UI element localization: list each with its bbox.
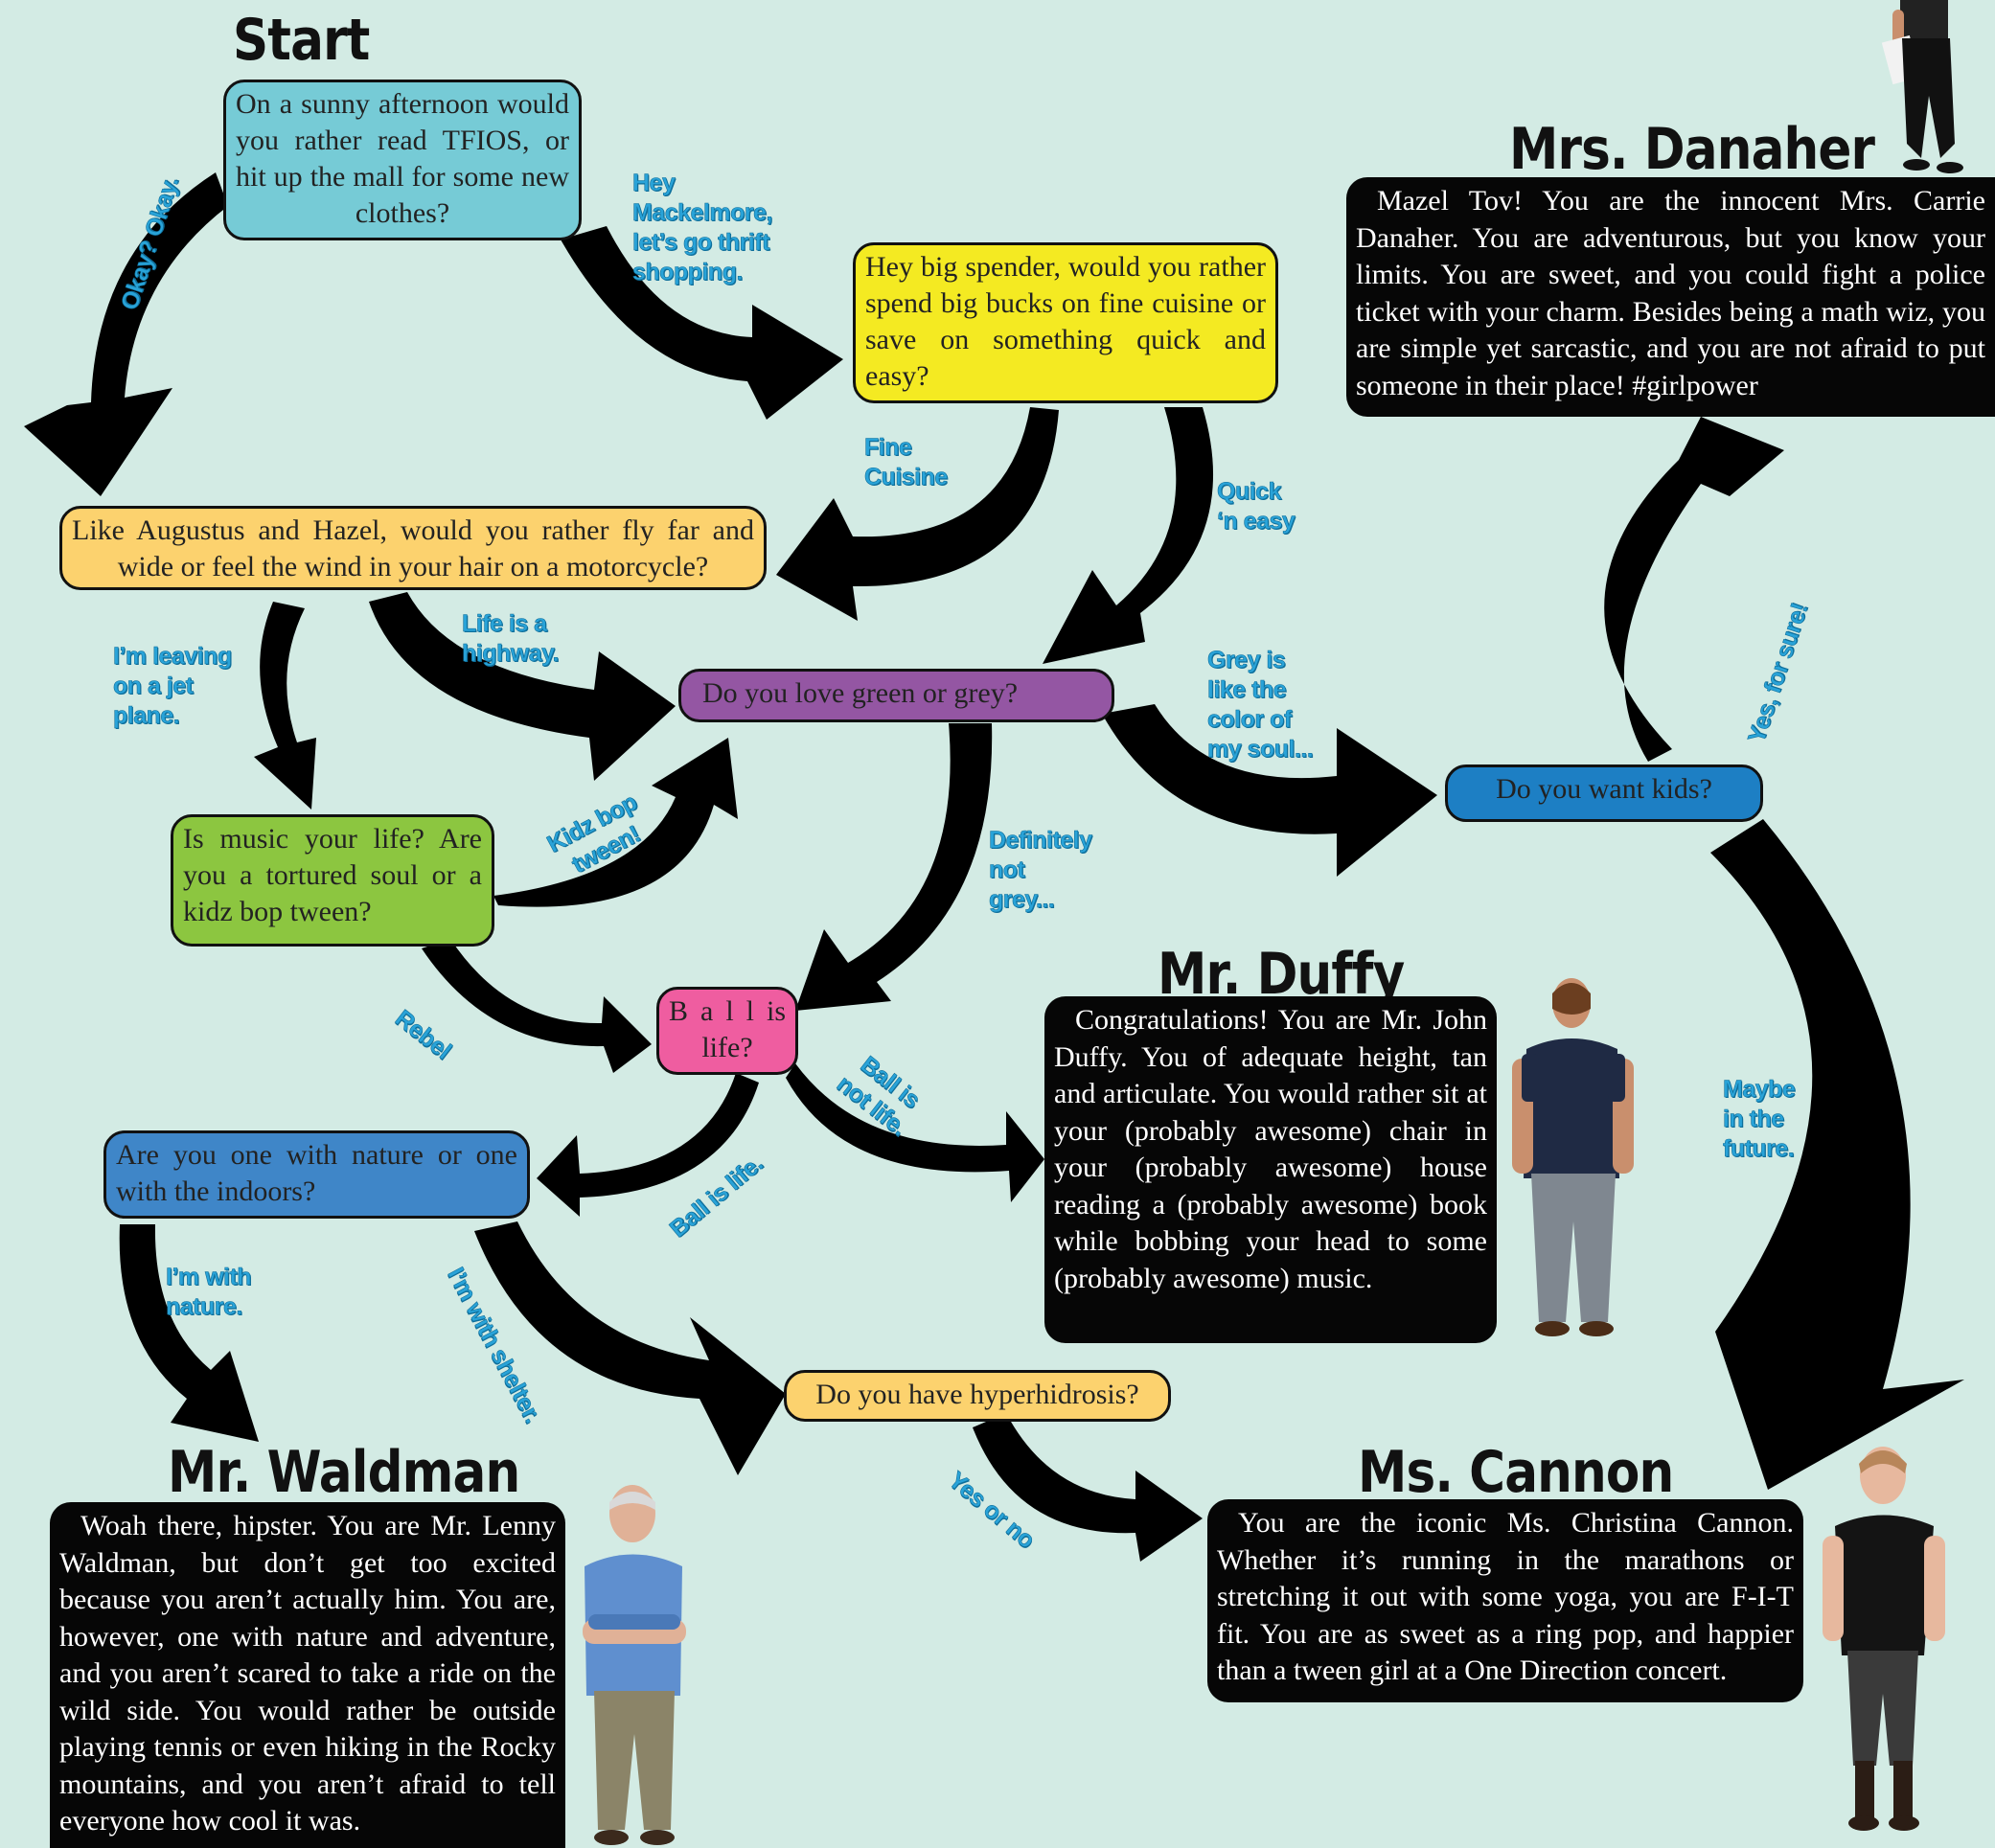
- label-maybe-future: Maybe in the future.: [1723, 1076, 1796, 1163]
- label-quick: Quick ‘n easy: [1217, 478, 1296, 536]
- result-danaher: Mazel Tov! You are the innocent Mrs. Car…: [1346, 177, 1995, 417]
- arrow-music-to-green: [493, 738, 738, 907]
- result-waldman: Woah there, hipster. You are Mr. Lenny W…: [50, 1502, 565, 1848]
- arrow-ball-to-nature: [537, 1073, 759, 1217]
- label-fine-cuisine: Fine Cuisine: [864, 434, 949, 491]
- title-cannon: Ms. Cannon: [1358, 1439, 1674, 1506]
- arrow-music-to-ball: [422, 939, 652, 1073]
- question-ball: B a l l is life?: [656, 987, 798, 1075]
- title-danaher: Mrs. Danaher: [1509, 116, 1875, 183]
- question-spender: Hey big spender, would you rather spend …: [853, 242, 1278, 403]
- arrow-green-to-kids: [1102, 704, 1437, 877]
- question-kids: Do you want kids?: [1445, 764, 1763, 822]
- question-music: Is music your life? Are you a tortured s…: [171, 814, 494, 947]
- label-with-nature: I’m with nature.: [166, 1264, 252, 1321]
- arrow-start-to-spender: [561, 226, 843, 420]
- arrow-nature-to-waldman: [119, 1224, 259, 1442]
- result-duffy: Congratulations! You are Mr. John Duffy.…: [1044, 996, 1497, 1343]
- title-start: Start: [233, 7, 370, 74]
- arrow-ball-to-duffy: [786, 1063, 1044, 1202]
- arrow-spender-to-green: [1043, 407, 1214, 664]
- title-waldman: Mr. Waldman: [168, 1439, 520, 1506]
- question-hyperhidrosis: Do you have hyperhidrosis?: [784, 1370, 1171, 1422]
- photo-mr-duffy: [1512, 978, 1634, 1336]
- question-augustus: Like Augustus and Hazel, would you rathe…: [59, 506, 767, 590]
- title-duffy: Mr. Duffy: [1158, 941, 1405, 1008]
- label-highway: Life is a highway.: [462, 610, 560, 668]
- label-mackelmore: Hey Mackelmore, let’s go thrift shopping…: [632, 170, 773, 286]
- arrow-hyper-to-cannon: [973, 1413, 1203, 1562]
- arrow-kids-to-danaher: [1604, 417, 1784, 762]
- question-green-or-grey: Do you love green or grey?: [678, 669, 1114, 722]
- photo-mrs-danaher: [1881, 0, 1963, 173]
- arrow-nature-to-hyper: [474, 1221, 786, 1475]
- arrow-augustus-to-green: [369, 592, 676, 781]
- arrow-green-to-ball: [795, 723, 993, 1011]
- arrow-spender-to-augustus: [776, 407, 1059, 621]
- question-nature: Are you one with nature or one with the …: [103, 1130, 530, 1219]
- photo-ms-cannon: [1823, 1447, 1945, 1831]
- label-jet-plane: I’m leaving on a jet plane.: [113, 643, 233, 730]
- question-start: On a sunny afternoon would you rather re…: [223, 80, 582, 240]
- arrow-start-to-augustus: [24, 172, 228, 496]
- label-not-grey: Definitely not grey...: [989, 827, 1093, 914]
- result-cannon: You are the iconic Ms. Christina Cannon.…: [1207, 1499, 1803, 1702]
- label-grey-soul: Grey is like the color of my soul...: [1207, 647, 1314, 764]
- arrow-augustus-to-music: [254, 602, 316, 810]
- arrow-kids-to-cannon: [1710, 819, 1964, 1490]
- photo-mr-waldman: [583, 1485, 686, 1845]
